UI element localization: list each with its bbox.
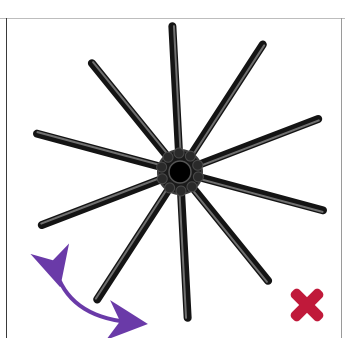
hub-nub xyxy=(165,183,175,193)
hub-nub xyxy=(157,174,167,184)
hub-nub xyxy=(193,172,203,182)
hub-nub xyxy=(176,186,186,196)
hub-nub xyxy=(157,162,167,172)
hub-nub xyxy=(193,160,203,170)
hub-hole xyxy=(169,161,191,183)
cross-mark-icon xyxy=(279,277,336,334)
hub-nub xyxy=(187,182,197,192)
hub-nub xyxy=(174,148,184,158)
hub-nub xyxy=(185,151,195,161)
hub xyxy=(157,148,204,196)
hub-nub xyxy=(163,152,173,162)
